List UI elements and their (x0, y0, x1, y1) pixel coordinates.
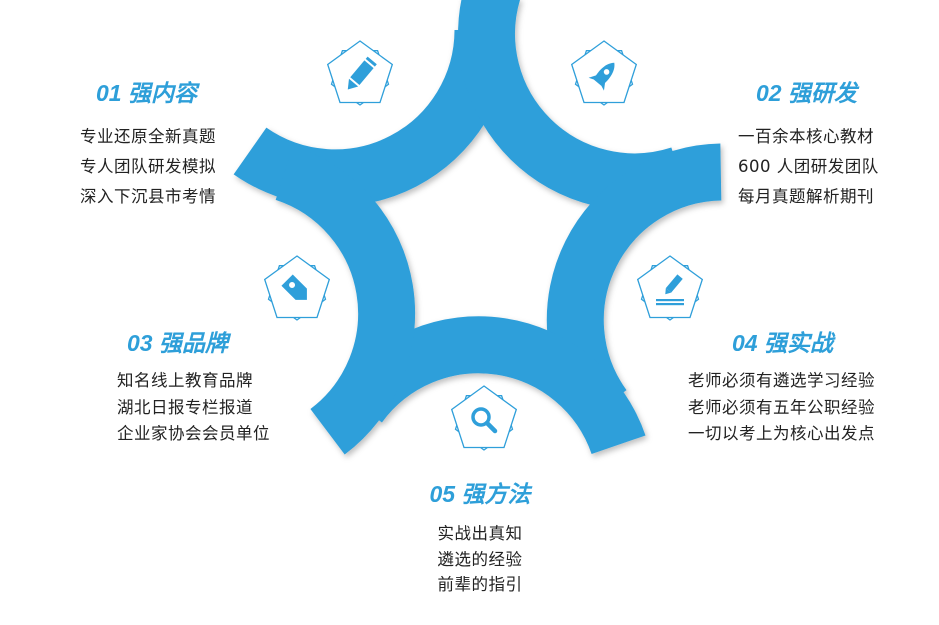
feature-title: 02 强研发 (756, 80, 857, 106)
feature-line: 老师必须有五年公职经验 (688, 397, 875, 417)
feature-line: 前辈的指引 (437, 575, 523, 594)
tag-icon (264, 255, 330, 321)
feature-title: 04 强实战 (732, 330, 833, 356)
feature-line: 600 人团研发团队 (738, 157, 879, 176)
arc-segment-5 (275, 145, 416, 455)
feature-04: 04 强实战 老师必须有遴选学习经验 老师必须有五年公职经验 一切以考上为核心出… (688, 324, 875, 448)
feature-title: 05 强方法 (429, 481, 531, 507)
search-icon (451, 385, 517, 451)
sign-icon (637, 255, 703, 321)
feature-03: 03 强品牌 知名线上教育品牌 湖北日报专栏报道 企业家协会会员单位 (117, 324, 270, 448)
rocket-icon (571, 40, 637, 106)
feature-line: 老师必须有遴选学习经验 (688, 371, 875, 390)
feature-02: 02 强研发 一百余本核心教材 600 人团研发团队 每月真题解析期刊 (738, 74, 879, 212)
feature-line: 知名线上教育品牌 (117, 371, 253, 390)
feature-line: 遴选的经验 (437, 549, 523, 569)
feature-title: 01 强内容 (96, 80, 197, 106)
feature-line: 每月真题解析期刊 (738, 187, 874, 206)
feature-line: 实战出真知 (437, 524, 523, 543)
pencil-icon (327, 40, 393, 106)
feature-05: 05 强方法 实战出真知 遴选的经验 前辈的指引 (380, 475, 580, 598)
feature-line: 湖北日报专栏报道 (117, 397, 253, 417)
feature-line: 一切以考上为核心出发点 (688, 424, 875, 443)
feature-line: 专业还原全新真题 (80, 127, 216, 146)
feature-line: 一百余本核心教材 (738, 127, 874, 146)
feature-line: 企业家协会会员单位 (117, 424, 270, 443)
feature-01: 01 强内容 专业还原全新真题 专人团队研发模拟 深入下沉县市考情 (80, 74, 216, 212)
feature-title: 03 强品牌 (127, 330, 228, 356)
feature-line: 深入下沉县市考情 (80, 187, 216, 206)
feature-line: 专人团队研发模拟 (80, 157, 216, 176)
